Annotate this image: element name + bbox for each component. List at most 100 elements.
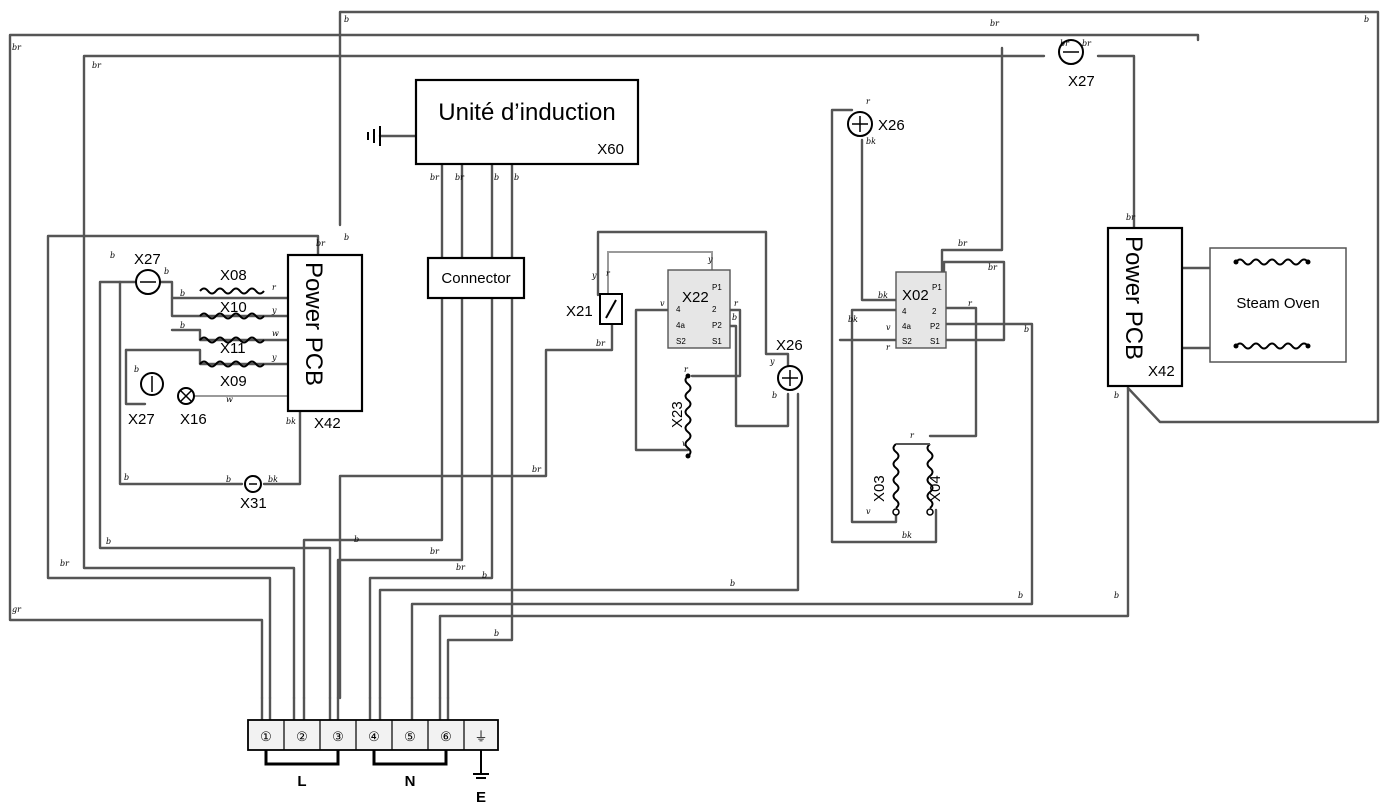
earth-ground-icon bbox=[473, 750, 489, 779]
thermostat-x27-top-icon bbox=[1058, 39, 1084, 65]
relay-x02-box bbox=[895, 271, 947, 349]
wire-x11 bbox=[170, 328, 290, 342]
induction-unit-title: Unité d’induction bbox=[438, 99, 615, 126]
svg-text:b: b bbox=[344, 233, 349, 242]
svg-text:b: b bbox=[730, 579, 735, 588]
power-pcb-left-title: Power PCB bbox=[300, 262, 327, 386]
sensor-x26-mid-icon bbox=[777, 365, 803, 391]
x02-pin-s2: S2 bbox=[902, 337, 912, 346]
svg-text:b: b bbox=[732, 313, 737, 322]
svg-text:y: y bbox=[271, 306, 277, 315]
svg-text:br: br bbox=[532, 465, 542, 474]
x26-top-label: X26 bbox=[878, 117, 905, 134]
wire-outer-br-loop-2 bbox=[82, 54, 1046, 700]
svg-text:v: v bbox=[866, 507, 871, 516]
x04-label: X04 bbox=[927, 475, 944, 502]
svg-text:v: v bbox=[886, 323, 891, 332]
wire-x31-loop bbox=[118, 280, 244, 486]
svg-text:br: br bbox=[430, 173, 440, 182]
svg-text:b: b bbox=[772, 391, 777, 400]
x22-pin-p1: P1 bbox=[712, 283, 722, 292]
induction-unit-box bbox=[414, 78, 640, 166]
wire-x02-2 bbox=[928, 306, 978, 438]
x27-left-label: X27 bbox=[134, 251, 161, 268]
wire-x21-loop bbox=[596, 230, 790, 368]
wire-induction-3 bbox=[368, 163, 494, 700]
power-pcb-left-box bbox=[286, 253, 364, 413]
svg-text:b: b bbox=[124, 473, 129, 482]
x27-top-label: X27 bbox=[1068, 73, 1095, 90]
x02-pin-2: 2 bbox=[932, 307, 937, 316]
svg-text:b: b bbox=[134, 365, 139, 374]
wire-induction-4 bbox=[446, 163, 514, 700]
svg-text:y: y bbox=[707, 255, 713, 264]
svg-text:w: w bbox=[272, 329, 279, 338]
wire-right-pcb-b bbox=[438, 386, 1130, 700]
svg-text:br: br bbox=[92, 61, 102, 70]
svg-text:b: b bbox=[494, 173, 499, 182]
sensor-x31-icon bbox=[244, 475, 262, 493]
svg-text:b: b bbox=[226, 475, 231, 484]
x02-pin-4a: 4a bbox=[902, 322, 911, 331]
group-label-E: E bbox=[476, 789, 486, 806]
thermostat-x27-left-icon bbox=[135, 269, 161, 295]
power-pcb-right-ref: X42 bbox=[1148, 363, 1175, 380]
wire-x22-x23 bbox=[634, 308, 690, 452]
bridge-L bbox=[264, 750, 340, 766]
x22-pin-2: 2 bbox=[712, 305, 717, 314]
svg-text:v: v bbox=[682, 439, 687, 448]
wire-x22-r bbox=[690, 308, 742, 378]
wire-x31-to-pcb bbox=[262, 410, 302, 486]
connector-box bbox=[426, 256, 526, 300]
svg-text:bk: bk bbox=[902, 531, 912, 540]
heater-x03-x04-icon bbox=[892, 443, 934, 516]
terminal-2: ② bbox=[296, 729, 308, 744]
wire-x26-top-bk bbox=[860, 138, 900, 302]
x02-pin-4: 4 bbox=[902, 307, 907, 316]
heater-coils-left bbox=[199, 287, 265, 368]
svg-text:r: r bbox=[968, 299, 973, 308]
svg-text:b: b bbox=[482, 571, 487, 580]
heater-x23-icon bbox=[684, 373, 692, 459]
terminal-4: ④ bbox=[368, 729, 380, 744]
svg-text:br: br bbox=[958, 239, 968, 248]
sensor-x26-top-icon bbox=[847, 111, 873, 137]
svg-text:br: br bbox=[990, 19, 1000, 28]
bridge-N bbox=[372, 750, 448, 766]
svg-text:y: y bbox=[271, 353, 277, 362]
svg-text:r: r bbox=[886, 343, 891, 352]
svg-text:br: br bbox=[988, 263, 998, 272]
svg-text:r: r bbox=[866, 97, 871, 106]
ground-symbol-induction bbox=[367, 126, 381, 146]
wire-induction-2 bbox=[336, 163, 464, 700]
x22-pin-4: 4 bbox=[676, 305, 681, 314]
lamp-x16-icon bbox=[177, 387, 195, 405]
svg-text:bk: bk bbox=[286, 417, 296, 426]
steam-oven-label: Steam Oven bbox=[1236, 295, 1319, 312]
wire-x27-left-right bbox=[158, 280, 290, 300]
x02-pin-s1: S1 bbox=[930, 337, 940, 346]
svg-text:b: b bbox=[106, 537, 111, 546]
wire-x21-top bbox=[607, 251, 713, 295]
wire-x02-p2 bbox=[410, 322, 1034, 700]
wire-left-frame bbox=[46, 234, 320, 700]
terminal-6: ⑥ bbox=[440, 729, 452, 744]
group-label-N: N bbox=[405, 773, 416, 790]
svg-text:b: b bbox=[1114, 591, 1119, 600]
wire-x27top-to-right-pcb bbox=[1096, 54, 1136, 230]
x27-lower-label: X27 bbox=[128, 411, 155, 428]
x22-pin-s1: S1 bbox=[712, 337, 722, 346]
svg-text:b: b bbox=[514, 173, 519, 182]
svg-text:b: b bbox=[180, 321, 185, 330]
svg-text:b: b bbox=[1024, 325, 1029, 334]
svg-text:r: r bbox=[272, 283, 277, 292]
x22-pin-s2: S2 bbox=[676, 337, 686, 346]
svg-text:v: v bbox=[660, 299, 665, 308]
wire-x27-lower bbox=[124, 348, 147, 406]
svg-text:b: b bbox=[494, 629, 499, 638]
svg-text:y: y bbox=[769, 357, 775, 366]
terminal-5: ⑤ bbox=[404, 729, 416, 744]
wire-x22-b bbox=[728, 324, 790, 428]
svg-text:b: b bbox=[164, 267, 169, 276]
terminal-3: ③ bbox=[332, 729, 344, 744]
